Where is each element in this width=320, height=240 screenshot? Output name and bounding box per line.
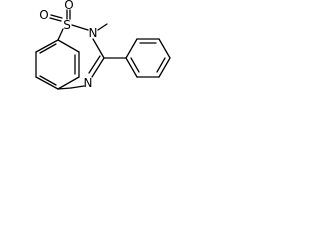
sulfonyl-group — [49, 9, 71, 22]
methyl-bond — [97, 23, 108, 31]
sulfur-label: S — [63, 18, 71, 32]
benzo-ring — [35, 39, 80, 90]
nitrogen-ring-label: N — [84, 76, 93, 90]
oxygen-top-label: O — [64, 0, 73, 12]
molecule-structure: S O O N N — [35, 0, 171, 90]
phenyl-ring — [103, 38, 171, 78]
nitrogen-methyl-label: N — [89, 26, 98, 40]
oxygen-left-label: O — [39, 8, 48, 22]
diazepine-ring — [57, 24, 105, 90]
